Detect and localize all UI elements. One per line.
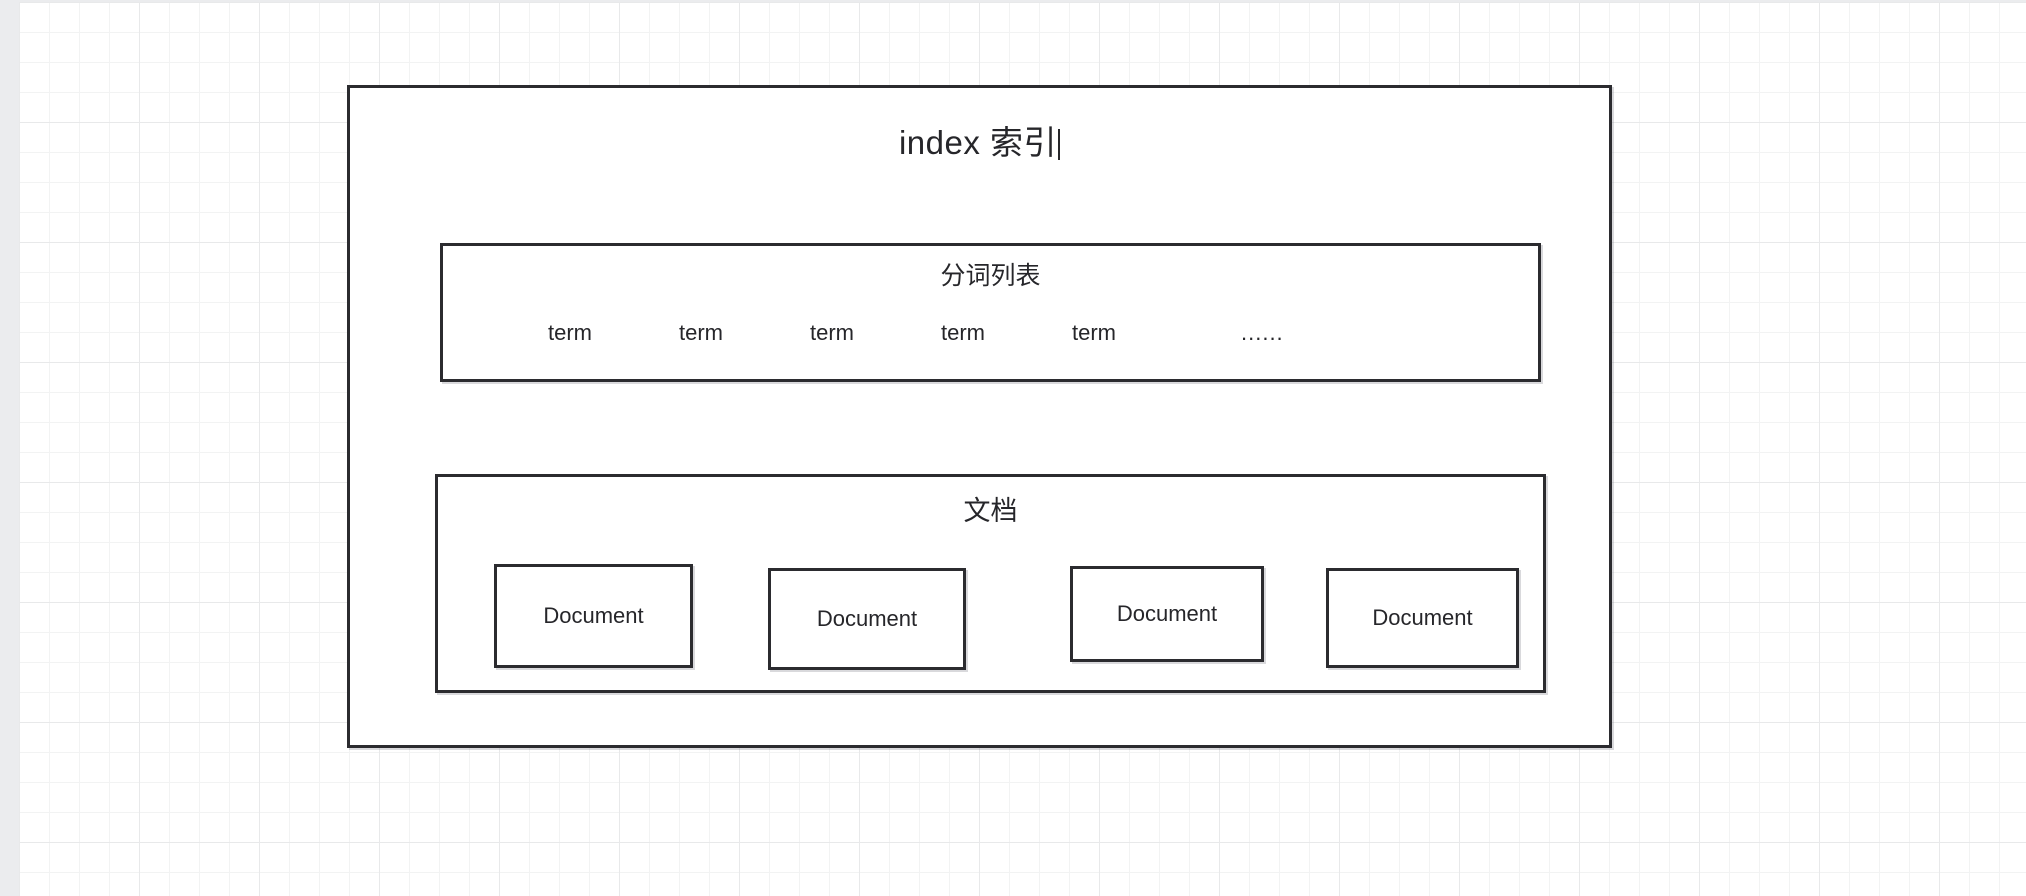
grid-top-gutter	[0, 0, 2026, 2]
term-item: term	[548, 320, 592, 345]
document-panel-title: 文档	[963, 496, 1018, 526]
term-item: term	[1072, 320, 1116, 345]
term-item: term	[941, 320, 985, 345]
document-box-label: Document	[1116, 601, 1218, 626]
term-list-panel[interactable]: 分词列表 term term term term term ......	[440, 243, 1541, 382]
document-box[interactable]: Document	[494, 564, 693, 668]
term-list-panel-title: 分词列表	[940, 262, 1041, 290]
term-list-ellipsis: ......	[1241, 320, 1284, 345]
document-box-label: Document	[816, 606, 918, 631]
document-box-label: Document	[1372, 605, 1473, 630]
document-box[interactable]: Document	[1326, 568, 1519, 668]
document-box[interactable]: Document	[1070, 566, 1264, 662]
document-panel[interactable]: 文档 Document Document Document Document	[435, 474, 1546, 693]
index-container-box[interactable]: index 索引 分词列表 term term term term term .…	[347, 85, 1612, 748]
term-item: term	[679, 320, 723, 345]
term-list: term term term term term ......	[548, 318, 1488, 352]
document-box[interactable]: Document	[768, 568, 966, 670]
document-box-label: Document	[543, 603, 644, 628]
grid-left-gutter	[0, 0, 19, 896]
index-title: index 索引	[350, 123, 1609, 163]
term-item: term	[810, 320, 854, 345]
